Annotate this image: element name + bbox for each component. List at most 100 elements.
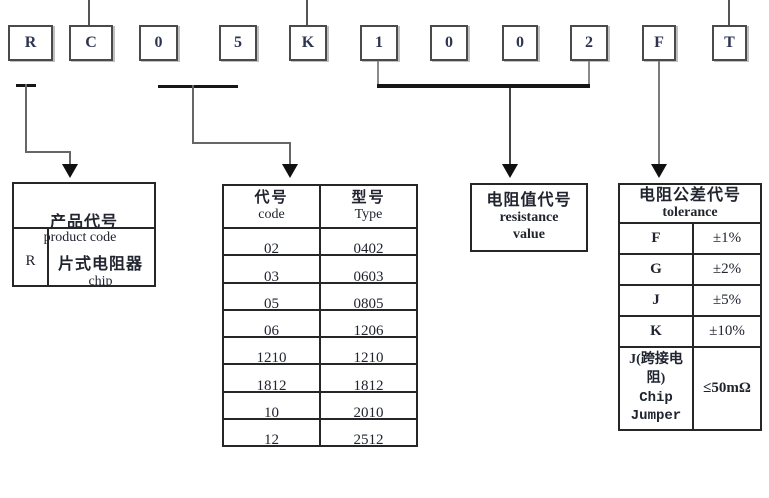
connector-line [509, 88, 511, 165]
part-number-box: K [289, 25, 327, 61]
jumper-value-cell: ≤50mΩ [703, 380, 751, 396]
tolerance-code-cell: G [620, 255, 694, 284]
table-row: 1812 1812 [224, 363, 416, 394]
code-cell: 12 [264, 432, 279, 448]
part-number-box: 2 [570, 25, 608, 61]
resistance-label-en: resistance [499, 210, 559, 226]
part-number-box: 5 [219, 25, 257, 61]
tolerance-table-header: 电阻公差代号 tolerance [620, 185, 760, 222]
part-number-char: R [24, 34, 37, 51]
part-number-box: T [712, 25, 747, 61]
product-code-cell: R [25, 253, 36, 269]
tolerance-table: 电阻公差代号 tolerance F ±1% G ±2% J ±5% K ±10… [618, 183, 762, 431]
code-cell: 05 [264, 295, 279, 312]
connector-line [588, 61, 590, 85]
resistance-label-cn: 电阻值代号 [486, 192, 572, 210]
table-row: 12 2512 [224, 417, 416, 448]
type-cell: 0603 [319, 256, 416, 285]
product-code-table: 产品代号 product code R 片式电阻器 chip [12, 182, 156, 287]
connector-line [192, 142, 291, 144]
part-number-box: C [69, 25, 113, 61]
resistance-label-en: value [513, 227, 545, 243]
arrow-down-icon [651, 164, 667, 178]
size-code-table: 代号 code 型号 Type 02 0402 03 0603 05 0805 … [222, 184, 418, 448]
tolerance-value-cell: ±1% [712, 230, 742, 246]
arrow-down-icon [282, 164, 298, 178]
part-number-char: K [301, 34, 315, 51]
table-divider [14, 227, 154, 229]
table-row: K ±10% [620, 315, 760, 346]
header-label: 电阻公差代号 [638, 187, 741, 204]
product-table-title-cn: 产品代号 [49, 214, 118, 231]
size-header-code: 代号 code [224, 186, 319, 227]
type-cell: 0805 [319, 283, 416, 312]
table-row: 06 1206 [224, 308, 416, 339]
table-row: F ±1% [620, 222, 760, 253]
connector-up-stub [728, 0, 730, 25]
code-cell: 02 [264, 241, 279, 258]
header-label: tolerance [662, 204, 718, 220]
code-cell: 06 [264, 323, 279, 339]
tolerance-value-cell: ±5% [712, 292, 742, 308]
table-divider [47, 229, 49, 285]
header-label: 型号 [351, 189, 386, 206]
part-number-box: R [8, 25, 53, 61]
table-row: 02 0402 [224, 227, 416, 258]
resistance-value-box: 电阻值代号 resistance value [470, 183, 588, 252]
jumper-label-cn: 阻) [646, 370, 666, 386]
part-number-char: 1 [375, 34, 383, 51]
product-desc-en: chip [88, 274, 113, 287]
tolerance-value-cell: ±10% [709, 323, 745, 339]
tolerance-code-cell: J [620, 286, 694, 315]
size-table-header: 代号 code 型号 Type [224, 186, 416, 227]
table-row-jumper: J(跨接电 阻) Chip Jumper ≤50mΩ [620, 346, 760, 429]
table-row: 10 2010 [224, 390, 416, 421]
code-cell: 10 [264, 404, 279, 421]
type-cell: 2010 [319, 392, 416, 421]
type-cell: 0402 [319, 229, 416, 257]
type-cell: 1206 [319, 310, 416, 339]
part-number-char: F [654, 34, 664, 51]
type-cell: 1210 [319, 338, 416, 366]
code-cell: 1812 [256, 377, 287, 394]
table-row: 1210 1210 [224, 336, 416, 367]
product-desc-cn: 片式电阻器 [57, 256, 143, 273]
connector-up-stub [306, 0, 308, 25]
part-number-char: 0 [154, 34, 163, 51]
part-number-char: 0 [445, 34, 453, 51]
type-cell: 1812 [319, 365, 416, 394]
jumper-code-cell: J(跨接电 阻) Chip Jumper [620, 348, 694, 429]
header-label: 代号 [254, 189, 289, 206]
tolerance-code-cell: F [620, 224, 694, 253]
code-cell: 03 [264, 268, 279, 285]
code-cell: 1210 [256, 350, 287, 367]
arrow-down-icon [62, 164, 78, 178]
part-number-box: 0 [502, 25, 538, 61]
connector-tick [158, 85, 238, 88]
connector-up-stub [88, 0, 90, 25]
connector-line [192, 85, 194, 143]
connector-line [377, 61, 379, 85]
tolerance-value-cell: ±2% [712, 261, 742, 277]
connector-line [25, 151, 71, 153]
size-header-type: 型号 Type [319, 186, 416, 227]
header-label: code [258, 207, 285, 223]
connector-line [658, 61, 660, 165]
arrow-down-icon [502, 164, 518, 178]
connector-line [289, 142, 291, 165]
table-row: J ±5% [620, 284, 760, 315]
table-row: G ±2% [620, 253, 760, 284]
connector-line [69, 151, 71, 165]
part-number-char: 0 [516, 34, 524, 51]
part-number-box: 1 [360, 25, 398, 61]
part-number-box: 0 [430, 25, 468, 61]
part-number-box: 0 [139, 25, 178, 61]
jumper-label-en: Jumper [630, 408, 682, 425]
header-label: Type [354, 207, 383, 223]
part-number-char: T [724, 34, 735, 51]
part-number-char: 2 [585, 34, 593, 51]
jumper-label-en: Chip [639, 389, 673, 406]
tolerance-code-cell: K [620, 317, 694, 346]
connector-line [25, 84, 27, 152]
